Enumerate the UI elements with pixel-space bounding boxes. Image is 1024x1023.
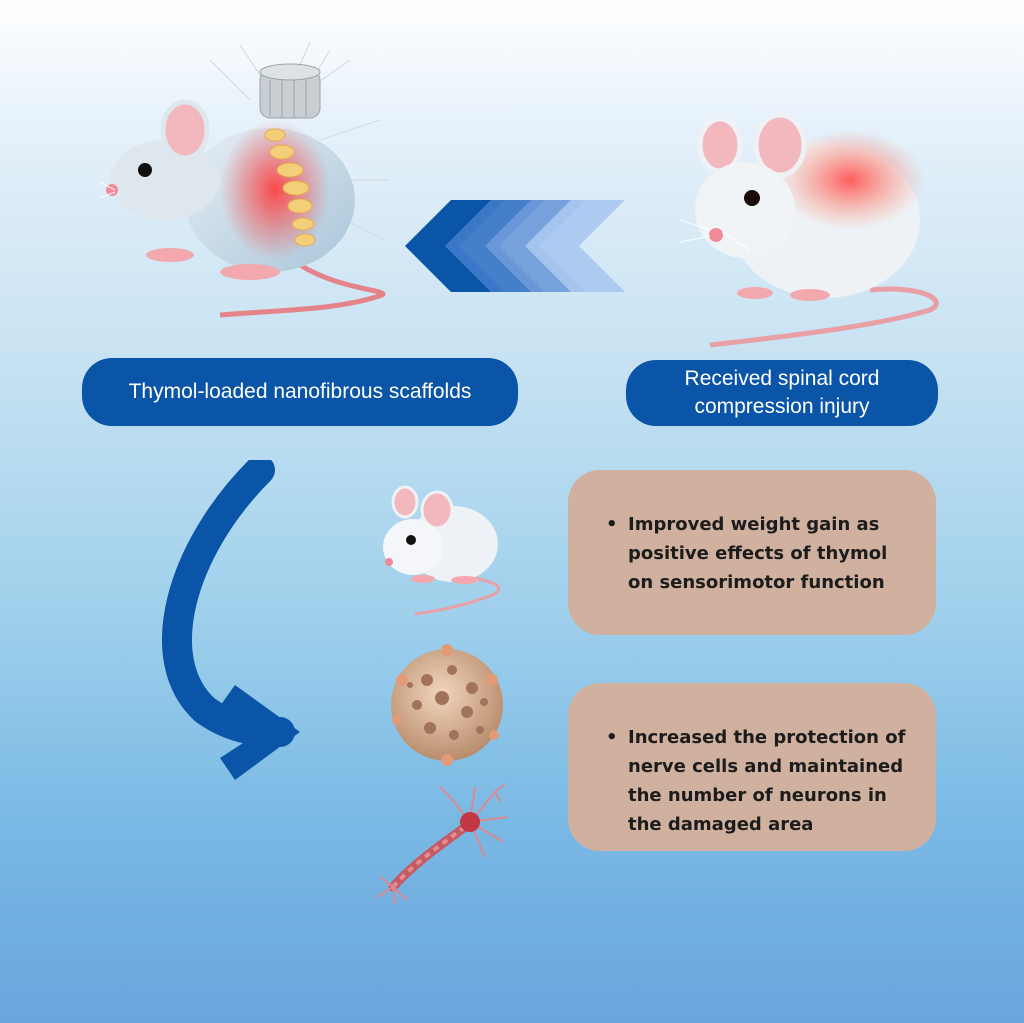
bullet: • [606, 514, 618, 535]
effect-text: Increased the protection of nerve cells … [628, 727, 906, 835]
mouse-icon [383, 485, 501, 616]
list-item: • Increased the protection of nerve cell… [606, 723, 914, 839]
scaffold-label: Thymol-loaded nanofibrous scaffolds [82, 358, 518, 426]
nerve-cell-icon [391, 644, 503, 766]
injury-label: Received spinal cord compression injury [626, 360, 938, 426]
effect-box-weight: • Improved weight gain as positive effec… [568, 470, 936, 635]
list-item: • Improved weight gain as positive effec… [606, 510, 914, 597]
effect-box-neurons: • Increased the protection of nerve cell… [568, 683, 936, 851]
bullet: • [606, 727, 618, 748]
neuron-icon [376, 783, 508, 905]
treated-mouse-with-scaffold-icon [100, 41, 390, 318]
curved-arrow-icon [162, 460, 300, 780]
effect-text: Improved weight gain as positive effects… [628, 514, 888, 593]
chevron-arrows-left-icon [405, 200, 625, 292]
injured-mouse-icon [680, 112, 939, 348]
